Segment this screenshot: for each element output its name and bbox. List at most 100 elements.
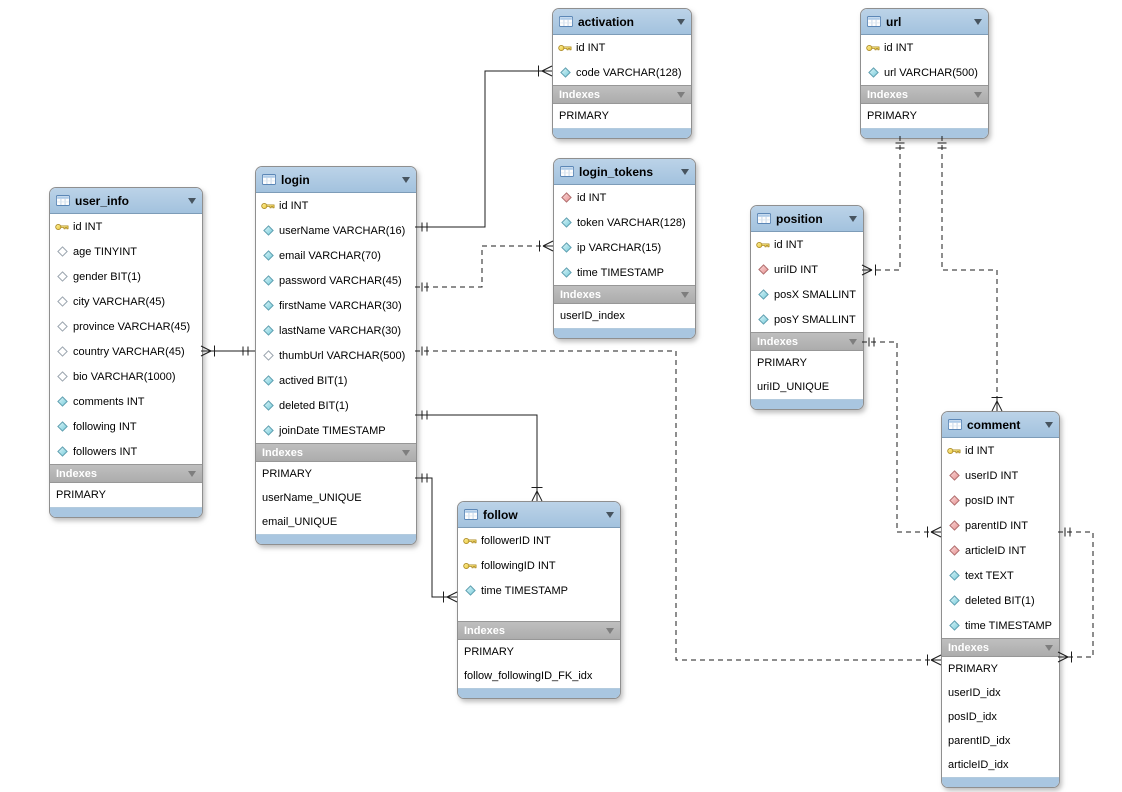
column-row[interactable]: email VARCHAR(70) bbox=[256, 243, 416, 268]
column-row[interactable]: id INT bbox=[554, 185, 695, 210]
table-header[interactable]: activation bbox=[553, 9, 691, 35]
indexes-bar[interactable]: Indexes bbox=[751, 332, 863, 351]
collapse-arrow-icon[interactable] bbox=[681, 291, 689, 298]
collapse-arrow-icon[interactable] bbox=[677, 91, 685, 98]
column-row[interactable]: firstName VARCHAR(30) bbox=[256, 293, 416, 318]
relationship-line[interactable] bbox=[1058, 531, 1094, 658]
index-row[interactable]: PRIMARY bbox=[553, 104, 691, 128]
column-row[interactable]: uriID INT bbox=[751, 257, 863, 282]
column-row[interactable]: time TIMESTAMP bbox=[942, 613, 1059, 638]
relationship-line[interactable] bbox=[941, 136, 998, 411]
index-row[interactable]: PRIMARY bbox=[942, 657, 1059, 681]
column-row[interactable]: text TEXT bbox=[942, 563, 1059, 588]
column-row[interactable]: articleID INT bbox=[942, 538, 1059, 563]
collapse-arrow-icon[interactable] bbox=[402, 176, 410, 183]
relationship-line[interactable] bbox=[415, 477, 457, 598]
relationship-position-comment[interactable] bbox=[862, 337, 942, 538]
table-header[interactable]: login bbox=[256, 167, 416, 193]
column-row[interactable]: deleted BIT(1) bbox=[256, 393, 416, 418]
column-row[interactable]: id INT bbox=[861, 35, 988, 60]
relationship-comment-comment[interactable] bbox=[1057, 527, 1094, 663]
column-row[interactable]: deleted BIT(1) bbox=[942, 588, 1059, 613]
relationship-line[interactable] bbox=[862, 136, 901, 271]
index-row[interactable]: PRIMARY bbox=[861, 104, 988, 128]
index-row[interactable]: userID_idx bbox=[942, 681, 1059, 705]
index-row[interactable]: follow_followingID_FK_idx bbox=[458, 664, 620, 688]
index-row[interactable]: email_UNIQUE bbox=[256, 510, 416, 534]
indexes-bar[interactable]: Indexes bbox=[256, 443, 416, 462]
index-row[interactable]: posID_idx bbox=[942, 705, 1059, 729]
index-row[interactable]: userName_UNIQUE bbox=[256, 486, 416, 510]
relationship-user_info-login[interactable] bbox=[200, 345, 255, 357]
column-row[interactable]: time TIMESTAMP bbox=[458, 578, 620, 603]
column-row[interactable]: time TIMESTAMP bbox=[554, 260, 695, 285]
index-row[interactable]: PRIMARY bbox=[256, 462, 416, 486]
relationship-login-login_tokens[interactable] bbox=[415, 240, 554, 292]
collapse-arrow-icon[interactable] bbox=[606, 511, 614, 518]
relationship-line[interactable] bbox=[415, 414, 538, 501]
column-row[interactable]: posY SMALLINT bbox=[751, 307, 863, 332]
column-row[interactable]: actived BIT(1) bbox=[256, 368, 416, 393]
column-row[interactable]: thumbUrl VARCHAR(500) bbox=[256, 343, 416, 368]
collapse-arrow-icon[interactable] bbox=[188, 470, 196, 477]
collapse-arrow-icon[interactable] bbox=[849, 215, 857, 222]
column-row[interactable]: id INT bbox=[751, 232, 863, 257]
relationship-login-follow[interactable] bbox=[415, 473, 458, 603]
column-row[interactable]: following INT bbox=[50, 414, 202, 439]
relationship-url-position[interactable] bbox=[861, 136, 905, 276]
relationship-line[interactable] bbox=[415, 70, 552, 228]
column-row[interactable]: comments INT bbox=[50, 389, 202, 414]
relationship-line[interactable] bbox=[415, 245, 553, 288]
table-header[interactable]: follow bbox=[458, 502, 620, 528]
index-row[interactable]: PRIMARY bbox=[458, 640, 620, 664]
column-row[interactable]: posX SMALLINT bbox=[751, 282, 863, 307]
indexes-bar[interactable]: Indexes bbox=[942, 638, 1059, 657]
column-row[interactable]: password VARCHAR(45) bbox=[256, 268, 416, 293]
column-row[interactable]: id INT bbox=[50, 214, 202, 239]
index-row[interactable]: userID_index bbox=[554, 304, 695, 328]
column-row[interactable]: followerID INT bbox=[458, 528, 620, 553]
column-row[interactable]: id INT bbox=[256, 193, 416, 218]
indexes-bar[interactable]: Indexes bbox=[458, 621, 620, 640]
indexes-bar[interactable]: Indexes bbox=[861, 85, 988, 104]
indexes-bar[interactable]: Indexes bbox=[553, 85, 691, 104]
column-row[interactable]: url VARCHAR(500) bbox=[861, 60, 988, 85]
column-row[interactable]: posID INT bbox=[942, 488, 1059, 513]
collapse-arrow-icon[interactable] bbox=[849, 338, 857, 345]
column-row[interactable]: userName VARCHAR(16) bbox=[256, 218, 416, 243]
collapse-arrow-icon[interactable] bbox=[974, 91, 982, 98]
table-header[interactable]: comment bbox=[942, 412, 1059, 438]
column-row[interactable]: lastName VARCHAR(30) bbox=[256, 318, 416, 343]
column-row[interactable]: token VARCHAR(128) bbox=[554, 210, 695, 235]
column-row[interactable]: province VARCHAR(45) bbox=[50, 314, 202, 339]
column-row[interactable]: country VARCHAR(45) bbox=[50, 339, 202, 364]
collapse-arrow-icon[interactable] bbox=[677, 18, 685, 25]
column-row[interactable]: bio VARCHAR(1000) bbox=[50, 364, 202, 389]
column-row[interactable]: userID INT bbox=[942, 463, 1059, 488]
index-row[interactable]: articleID_idx bbox=[942, 753, 1059, 777]
index-row[interactable]: uriID_UNIQUE bbox=[751, 375, 863, 399]
table-header[interactable]: position bbox=[751, 206, 863, 232]
index-row[interactable]: PRIMARY bbox=[50, 483, 202, 507]
column-row[interactable]: followingID INT bbox=[458, 553, 620, 578]
index-row[interactable]: parentID_idx bbox=[942, 729, 1059, 753]
column-row[interactable]: age TINYINT bbox=[50, 239, 202, 264]
collapse-arrow-icon[interactable] bbox=[606, 627, 614, 634]
relationship-line[interactable] bbox=[415, 350, 941, 661]
column-row[interactable]: gender BIT(1) bbox=[50, 264, 202, 289]
column-row[interactable]: code VARCHAR(128) bbox=[553, 60, 691, 85]
table-header[interactable]: login_tokens bbox=[554, 159, 695, 185]
collapse-arrow-icon[interactable] bbox=[402, 449, 410, 456]
column-row[interactable]: joinDate TIMESTAMP bbox=[256, 418, 416, 443]
collapse-arrow-icon[interactable] bbox=[1045, 421, 1053, 428]
indexes-bar[interactable]: Indexes bbox=[554, 285, 695, 304]
collapse-arrow-icon[interactable] bbox=[974, 18, 982, 25]
index-row[interactable]: PRIMARY bbox=[751, 351, 863, 375]
